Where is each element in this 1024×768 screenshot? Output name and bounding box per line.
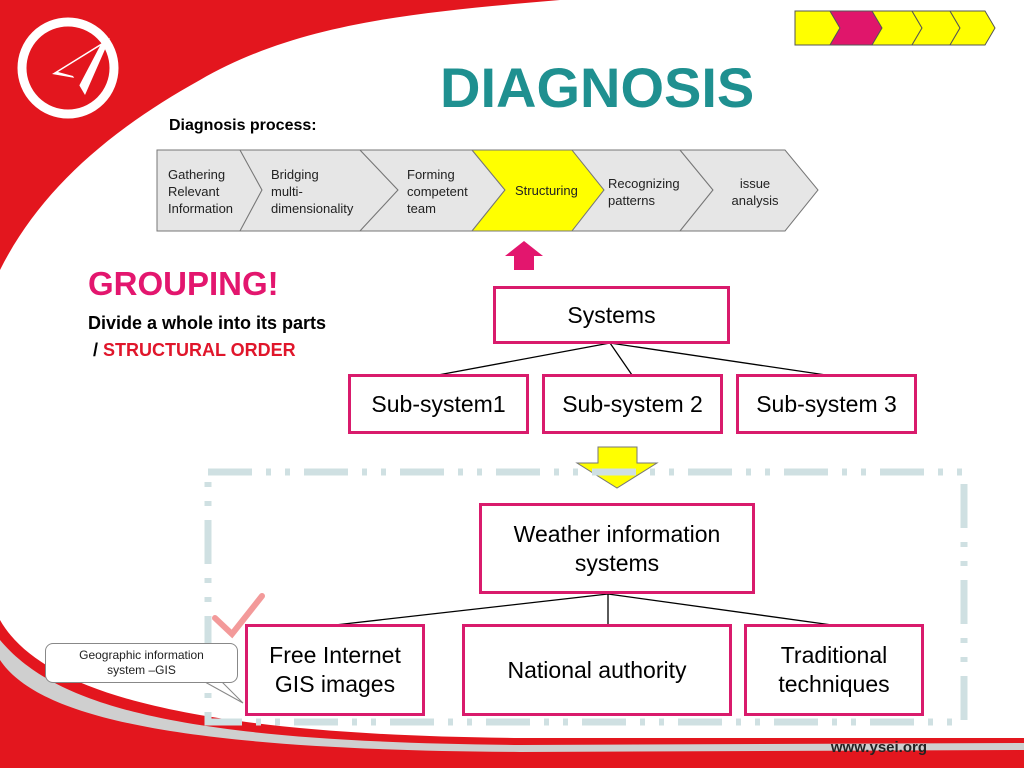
hierarchy1-connectors bbox=[437, 342, 827, 376]
gis-callout: Geographic information system –GIS bbox=[45, 643, 238, 683]
down-arrow-icon bbox=[575, 446, 659, 489]
process-step-label-4: Structuring bbox=[515, 183, 578, 198]
weather-systems-box: Weather information systems bbox=[479, 503, 755, 594]
grouping-heading: GROUPING! bbox=[88, 265, 279, 302]
process-step-label-1: Gathering Relevant Information bbox=[168, 167, 234, 216]
red-swoosh-bottom bbox=[0, 620, 1024, 768]
subsystem-box-1: Sub-system1 bbox=[348, 374, 529, 434]
footer-url[interactable]: www.ysei.org bbox=[830, 739, 927, 756]
traditional-techniques-box: Traditional techniques bbox=[744, 624, 924, 716]
dashed-frame bbox=[204, 468, 968, 726]
national-authority-box: National authority bbox=[462, 624, 732, 716]
red-swoosh-top bbox=[0, 0, 560, 270]
logo bbox=[17, 17, 119, 119]
process-chevron-chain bbox=[156, 149, 819, 232]
process-label: Diagnosis process: bbox=[169, 117, 317, 134]
subsystem-box-2: Sub-system 2 bbox=[542, 374, 723, 434]
free-internet-gis-box: Free Internet GIS images bbox=[245, 624, 425, 716]
process-step-shape-6 bbox=[678, 149, 819, 232]
process-step-label-6: issue analysis bbox=[731, 176, 779, 208]
systems-box: Systems bbox=[493, 286, 730, 344]
checkmark-icon bbox=[212, 593, 265, 639]
process-step-label-5: Recognizing patterns bbox=[608, 176, 680, 208]
grouping-description: Divide a whole into its parts bbox=[88, 313, 327, 333]
callout-pointer bbox=[204, 681, 244, 704]
process-step-label-3: Forming competent team bbox=[407, 167, 468, 216]
subsystem-box-3: Sub-system 3 bbox=[736, 374, 917, 434]
hierarchy2-connectors bbox=[334, 593, 833, 626]
structural-order-line: / STRUCTURAL ORDER bbox=[88, 340, 296, 361]
process-step-label-2: Bridging multi- dimensionality bbox=[271, 167, 354, 216]
structural-order-prefix: / bbox=[88, 340, 104, 360]
page-title: DIAGNOSIS bbox=[440, 56, 755, 119]
up-arrow-icon bbox=[505, 241, 543, 270]
structural-order-text: STRUCTURAL ORDER bbox=[103, 340, 296, 360]
progress-chevrons bbox=[794, 10, 996, 46]
